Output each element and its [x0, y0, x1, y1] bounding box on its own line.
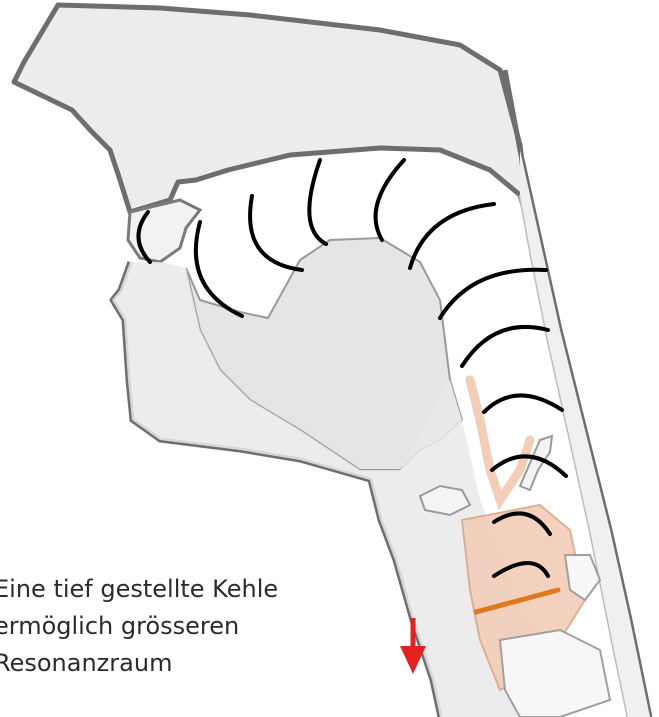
sound-wave-arc: [376, 160, 404, 240]
sound-wave-arc: [250, 196, 302, 270]
sound-wave-arc: [484, 395, 562, 412]
thyroid-cartilage: [500, 630, 610, 717]
head-outline: [14, 5, 530, 230]
caption-line-3: Resonanzraum: [0, 649, 172, 677]
sound-wave-arc: [440, 270, 546, 318]
sound-wave-arc: [309, 160, 326, 244]
caption-line-2: ermöglich grösseren: [0, 612, 239, 640]
caption-line-1: Eine tief gestellte Kehle: [0, 575, 278, 603]
sound-wave-arc: [410, 204, 494, 268]
sound-wave-arc: [462, 327, 548, 366]
